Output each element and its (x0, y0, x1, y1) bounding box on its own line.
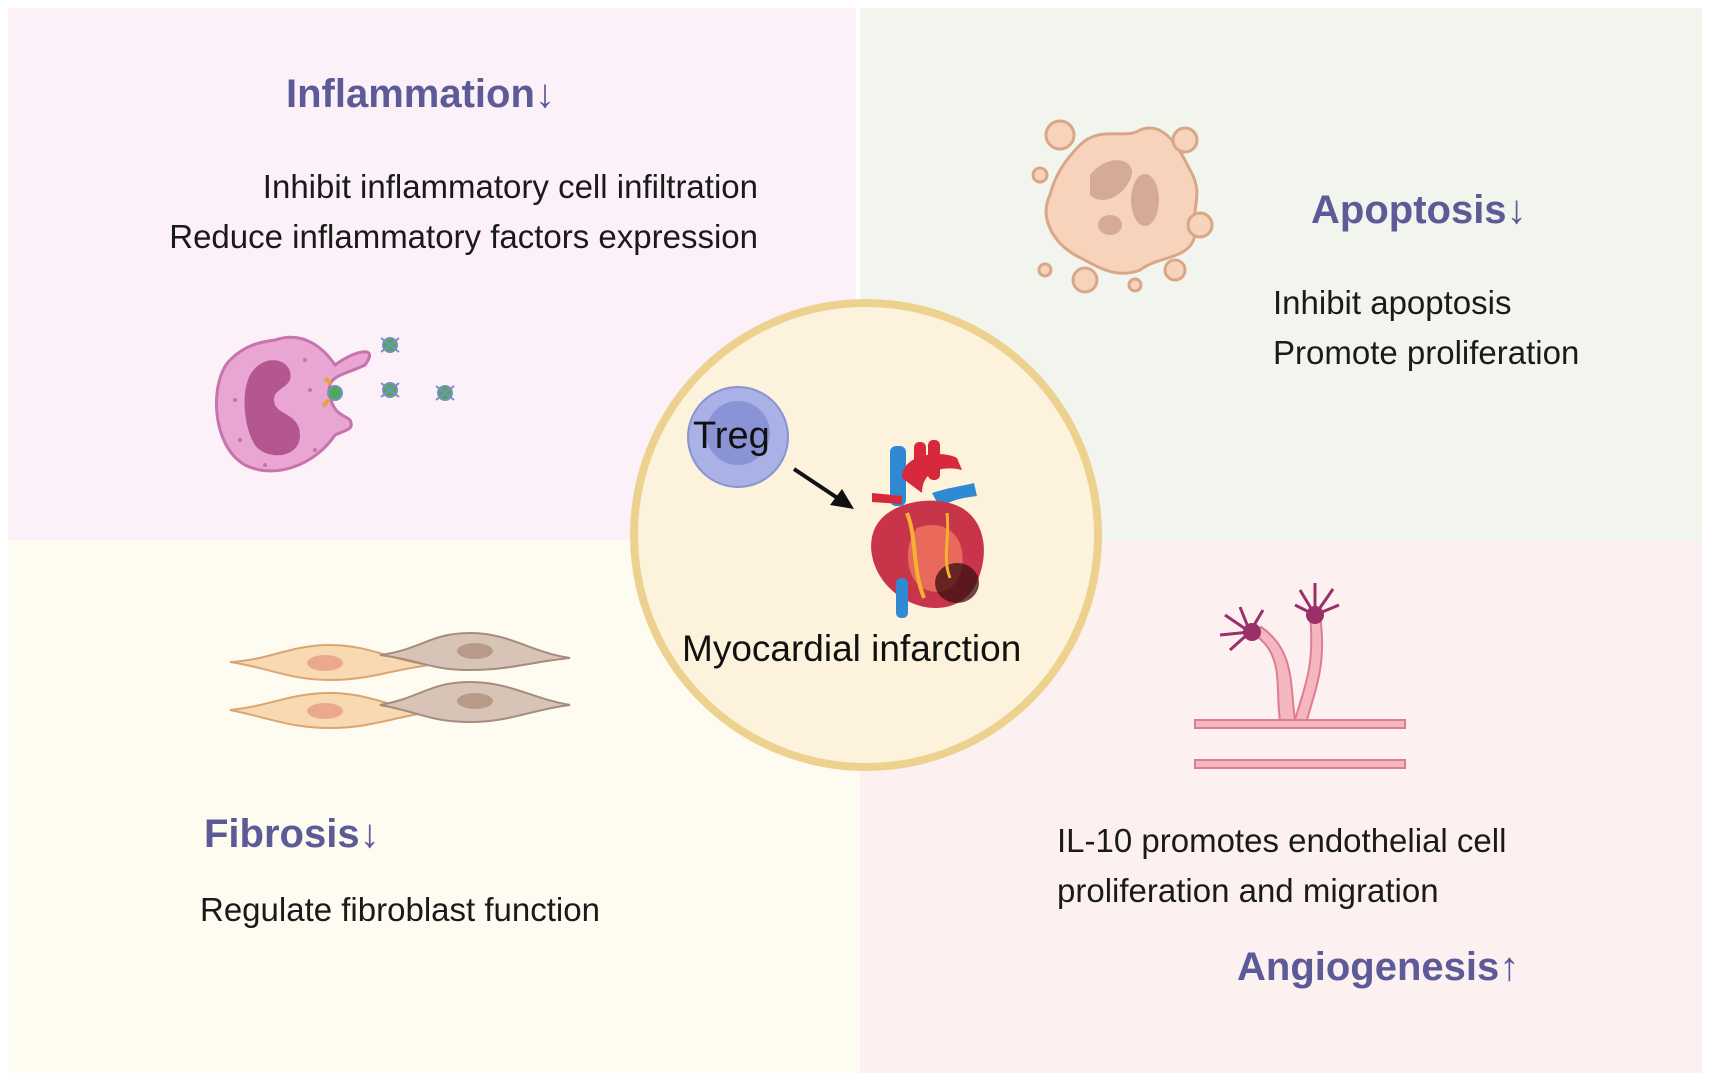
treg-label: Treg (693, 415, 770, 457)
fibrosis-line-1: Regulate fibroblast function (200, 891, 600, 928)
angiogenesis-line-1: IL-10 promotes endothelial cell (1057, 822, 1507, 859)
apoptosis-line-2: Promote proliferation (1273, 334, 1580, 371)
neutrophil-icon (215, 335, 455, 473)
fibroblast-icon (229, 631, 571, 730)
apoptosis-title: Apoptosis↓ (1311, 188, 1527, 232)
myocardial-infarction-label: Myocardial infarction (682, 628, 1022, 669)
angiogenesis-title: Angiogenesis↑ (1237, 945, 1520, 989)
blood-vessel-sprouting-icon (1194, 583, 1406, 769)
apoptosis-line-1: Inhibit apoptosis (1273, 284, 1512, 321)
apoptotic-cell-icon (1031, 119, 1214, 294)
treg-cell-icon (687, 386, 789, 488)
angiogenesis-line-2: proliferation and migration (1057, 872, 1439, 909)
arrow-icon (792, 467, 854, 509)
inflammation-title: Inflammation↓ (286, 72, 555, 116)
inflammation-line-1: Inhibit inflammatory cell infiltration (262, 168, 758, 205)
inflammation-line-2: Reduce inflammatory factors expression (169, 218, 758, 255)
fibrosis-title: Fibrosis↓ (204, 812, 380, 856)
heart-icon (871, 440, 984, 618)
